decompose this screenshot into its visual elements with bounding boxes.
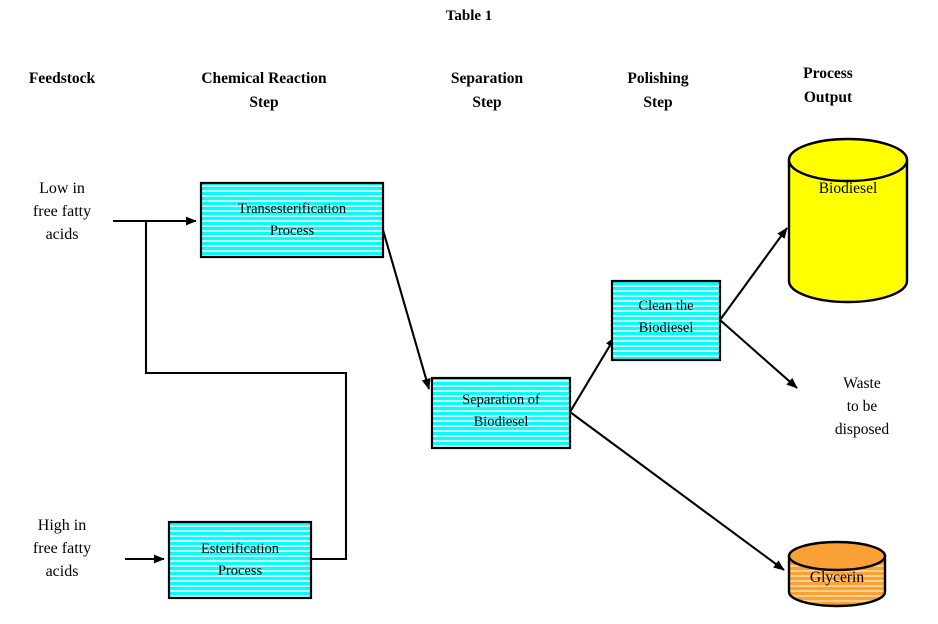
process-box-esterification[interactable]: Esterification Process — [167, 520, 313, 600]
process-box-transesterification[interactable]: Transesterification Process — [199, 181, 385, 259]
output-cylinder-biodiesel[interactable]: Biodiesel — [787, 137, 909, 304]
feedstock-label-high-ffa: High in free fatty acids — [33, 517, 91, 580]
process-box-body[interactable] — [199, 181, 385, 259]
process-box-clean-the-biodiesel[interactable]: Clean the Biodiesel — [610, 279, 722, 362]
flow-separation-to-glycerin — [569, 411, 785, 571]
column-header-line: Step — [472, 94, 501, 111]
column-header-separation-step: Separation Step — [451, 70, 524, 111]
output-label-line: Waste — [843, 375, 881, 392]
column-header-line: Polishing — [627, 70, 688, 87]
process-box-label-line: Clean the — [638, 298, 693, 314]
column-header-process-output: Process Output — [803, 65, 853, 106]
cylinder-body[interactable] — [787, 158, 909, 304]
cylinder-top — [787, 137, 909, 183]
column-header-line: Step — [643, 94, 672, 111]
column-header-feedstock: Feedstock — [29, 70, 96, 87]
process-box-separation-of-biodiesel[interactable]: Separation of Biodiesel — [430, 376, 572, 450]
process-box-body[interactable] — [430, 376, 572, 450]
column-header-line: Chemical Reaction — [201, 70, 327, 87]
column-header-chemical-reaction-step: Chemical Reaction Step — [201, 70, 327, 111]
output-label-line: to be — [847, 398, 878, 415]
feedstock-line: free fatty — [33, 540, 91, 557]
feedstock-line: acids — [46, 563, 79, 580]
process-box-label-line: Esterification — [201, 541, 280, 557]
feedstock-line: acids — [46, 226, 79, 243]
flow-transesterification-to-separation — [381, 229, 431, 390]
flow-separation-to-clean — [569, 336, 616, 413]
process-box-label-line: Process — [218, 563, 263, 579]
flow-esterification-to-transesterification-feed — [144, 221, 348, 561]
output-cylinder-glycerin[interactable]: Glycerin — [787, 540, 887, 608]
column-header-polishing-step: Polishing Step — [627, 70, 688, 111]
feedstock-label-low-ffa: Low in free fatty acids — [33, 180, 91, 243]
output-label: Biodiesel — [819, 180, 878, 197]
process-box-label-line: Transesterification — [238, 201, 347, 217]
feedstock-line: free fatty — [33, 203, 91, 220]
process-box-label-line: Biodiesel — [639, 320, 694, 336]
feedstock-line: Low in — [39, 180, 85, 197]
feedstock-line: High in — [38, 517, 86, 534]
cylinder-top — [787, 540, 887, 572]
process-box-body[interactable] — [167, 520, 313, 600]
column-header-line: Feedstock — [29, 70, 96, 87]
figure-title: Table 1 — [446, 8, 493, 24]
process-box-label-line: Process — [270, 223, 315, 239]
output-label-waste: Waste to be disposed — [835, 375, 890, 438]
process-box-body[interactable] — [610, 279, 722, 362]
output-label: Glycerin — [810, 569, 864, 586]
column-header-line: Separation — [451, 70, 524, 87]
column-header-line: Step — [249, 94, 278, 111]
output-label-line: disposed — [835, 421, 890, 438]
process-box-label-line: Separation of — [462, 392, 540, 408]
column-header-line: Output — [804, 89, 853, 106]
column-header-line: Process — [803, 65, 853, 82]
flow-clean-to-biodiesel — [719, 227, 788, 321]
flow-clean-to-waste — [719, 319, 798, 389]
process-box-label-line: Biodiesel — [474, 414, 529, 430]
